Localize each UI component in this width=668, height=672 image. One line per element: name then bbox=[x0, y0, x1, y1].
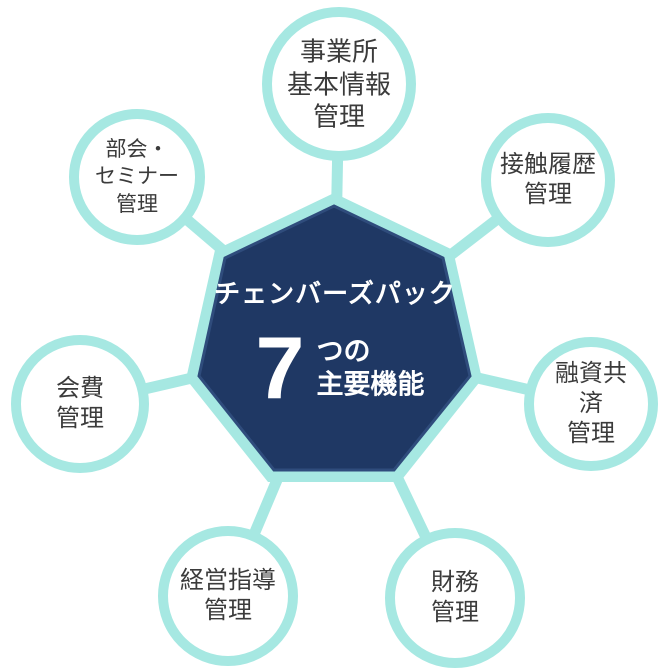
heptagon-shape bbox=[197, 204, 472, 472]
node-circle-subcommittee-seminar bbox=[69, 109, 205, 245]
node-label-management-guidance: 経営指導 管理 bbox=[180, 567, 276, 624]
node-label-office-basic-info: 事業所 基本情報 管理 bbox=[286, 36, 392, 132]
feature-count-subtitle: つの 主要機能 bbox=[316, 336, 425, 400]
node-circle-contact-history bbox=[481, 113, 615, 247]
node-label-loan-mutual-aid: 融資共済 管理 bbox=[555, 360, 627, 447]
node-circle-loan-mutual-aid bbox=[524, 337, 658, 471]
node-circle-membership-fee bbox=[11, 335, 149, 473]
node-circle-office-basic-info bbox=[262, 7, 416, 161]
node-label-financial: 財務 管理 bbox=[431, 569, 479, 626]
node-label-membership-fee: 会費 管理 bbox=[56, 375, 104, 432]
node-label-contact-history: 接触履歴 管理 bbox=[500, 151, 596, 208]
node-label-subcommittee-seminar: 部会・ セミナー 管理 bbox=[95, 138, 179, 216]
center-feature-count: 7 つの 主要機能 bbox=[255, 318, 425, 418]
node-circle-financial bbox=[385, 528, 525, 668]
center-title: チェンバーズパック bbox=[214, 278, 456, 309]
node-circle-management-guidance bbox=[158, 526, 298, 666]
feature-count-number: 7 bbox=[255, 318, 305, 418]
